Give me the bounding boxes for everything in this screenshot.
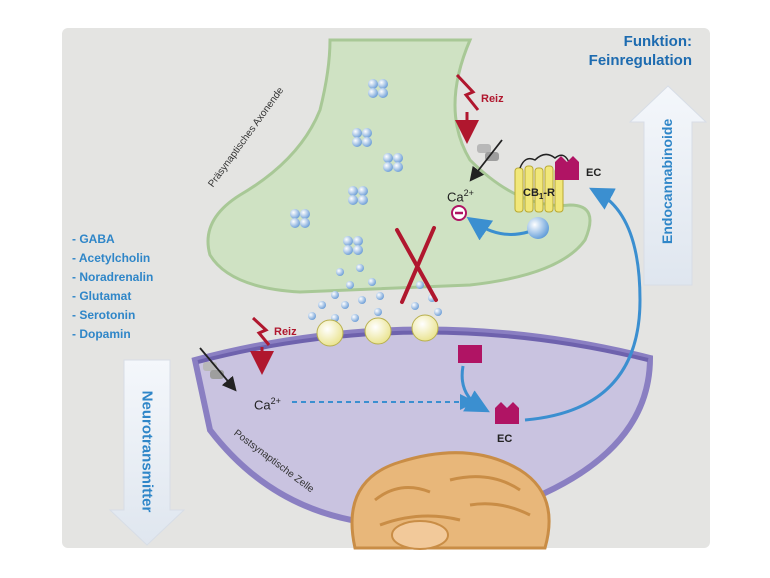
vesicle-group [290,79,442,322]
title-line-2: Feinregulation [588,52,692,69]
lightning-icon-post [250,316,274,375]
list-item: - Dopamin [72,327,131,341]
ec-synthesis-enzyme [458,345,482,363]
ec-ligand-post [495,402,519,424]
calcium-text: Ca [254,397,271,413]
cb1-receptor [514,153,579,239]
calcium-channel-pre [469,139,503,182]
ec-label-post: EC [497,433,513,445]
cb1r-text: CB [523,187,539,199]
list-item: - Glutamat [72,289,132,303]
list-item: - GABA [72,232,115,246]
calcium-channel-post [199,347,237,392]
calcium-charge: 2+ [270,396,281,406]
reiz-label-post: Reiz [274,326,297,338]
arrow-ec-retrograde [524,187,642,422]
postsynaptic-cell [191,326,654,529]
vesicle-icon [368,79,388,98]
title-line-1: Funktion: [623,33,692,50]
cb1r-subscript: 1 [538,192,544,202]
calcium-charge: 2+ [463,188,474,198]
calcium-label-post: Ca2+ [254,394,281,412]
brain-icon [350,451,551,550]
endocannabinoide-label: Endocannabinoide [659,118,675,244]
inhibit-minus-icon [451,205,467,221]
neurotransmitter-list: - GABA - Acetylcholin - Noradrenalin - G… [72,230,153,344]
receptor-icon [316,314,439,347]
neurotransmitter-arrow [108,359,186,546]
endocannabinoide-arrow [628,85,708,286]
cb1r-suffix: -R [543,187,555,199]
reiz-label-pre: Reiz [481,93,504,105]
ec-ligand-pre [555,156,579,180]
neurotransmitter-label: Neurotransmitter [138,390,156,513]
calcium-text: Ca [447,189,464,205]
list-item: - Acetylcholin [72,251,151,265]
list-item: - Serotonin [72,308,136,322]
ec-label-pre: EC [586,167,602,179]
arrow-enzyme-to-ec [460,365,490,413]
lightning-icon [455,73,480,144]
diagram-title: Funktion: Feinregulation [589,32,692,70]
arrow-cb1-to-ca [466,216,529,241]
list-item: - Noradrenalin [72,270,154,284]
cb1r-label: CB1-R [523,186,555,204]
cross-out-icon [395,226,438,304]
calcium-label-pre: Ca2+ [447,186,474,204]
